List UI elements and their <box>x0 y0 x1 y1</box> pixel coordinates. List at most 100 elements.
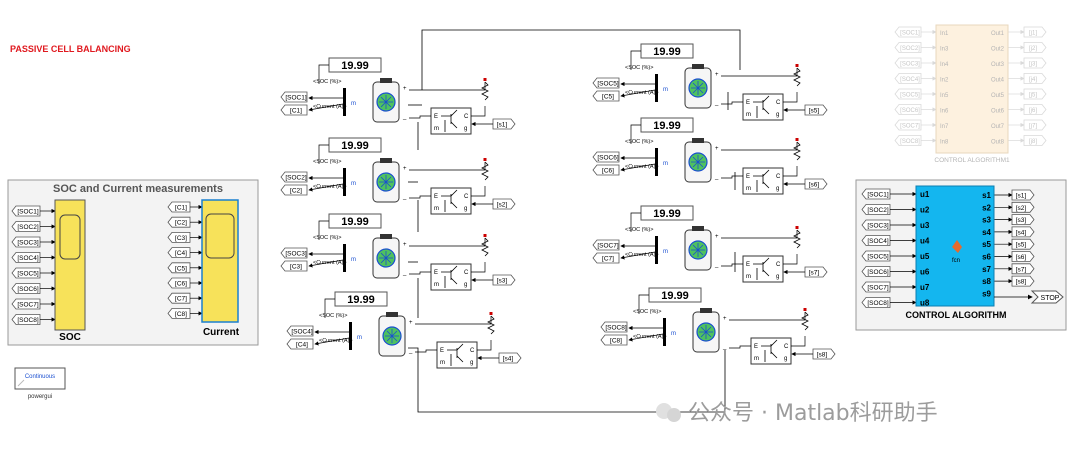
from-switch-tag-7[interactable]: [s7] <box>804 266 828 278</box>
goto-soc-tag-6[interactable]: [SOC6] <box>592 151 620 163</box>
from-switch-tag-4[interactable]: [s4] <box>498 352 522 364</box>
resistor-3[interactable] <box>481 237 489 257</box>
ctrl-in-tag-1[interactable]: [SOC1] <box>861 188 891 200</box>
faded-in-tag-6[interactable]: [SOC6] <box>894 104 922 115</box>
goto-current-tag-7[interactable]: [C7] <box>592 252 620 264</box>
faded-out-tag-3[interactable]: [j3] <box>1023 57 1047 69</box>
soc-tag-2[interactable]: [SOC2] <box>11 221 41 232</box>
from-switch-tag-6[interactable]: [s6] <box>804 178 828 190</box>
ctrl-out-tag-5[interactable]: [s5] <box>1011 238 1035 250</box>
faded-in-tag-7[interactable]: [SOC7] <box>894 119 922 131</box>
ctrl-in-tag-6[interactable]: [SOC6] <box>861 266 891 277</box>
goto-current-tag-3[interactable]: [C3] <box>280 260 308 272</box>
battery-block-3[interactable]: +_ <box>372 234 407 279</box>
faded-out-tag-7[interactable]: [j7] <box>1023 119 1047 131</box>
goto-current-tag-2[interactable]: [C2] <box>280 184 308 196</box>
soc-tag-3[interactable]: [SOC3] <box>11 236 41 248</box>
from-switch-tag-3[interactable]: [s3] <box>492 274 516 286</box>
ctrl-in-tag-5[interactable]: [SOC5] <box>861 250 891 262</box>
goto-soc-tag-8[interactable]: [SOC8] <box>600 321 628 333</box>
goto-current-tag-1[interactable]: [C1] <box>280 104 308 116</box>
from-switch-tag-8[interactable]: [s8] <box>812 348 836 360</box>
current-tag-3[interactable]: [C3] <box>167 231 191 243</box>
resistor-5[interactable] <box>793 67 801 87</box>
ctrl-in-tag-2[interactable]: [SOC2] <box>861 204 891 215</box>
current-tag-2[interactable]: [C2] <box>167 216 191 228</box>
bus-selector-7[interactable] <box>655 236 658 264</box>
from-switch-tag-2[interactable]: [s2] <box>492 198 516 210</box>
faded-in-tag-5[interactable]: [SOC5] <box>894 88 922 100</box>
ctrl-out-tag-4[interactable]: [s4] <box>1011 226 1035 238</box>
goto-current-tag-4[interactable]: [C4] <box>286 338 314 350</box>
faded-in-tag-4[interactable]: [SOC4] <box>894 73 922 84</box>
current-tag-1[interactable]: [C1] <box>167 201 191 213</box>
battery-block-6[interactable]: +_ <box>684 138 719 183</box>
soc-tag-8[interactable]: [SOC8] <box>11 314 41 325</box>
soc-tag-1[interactable]: [SOC1] <box>11 205 41 217</box>
current-tag-4[interactable]: [C4] <box>167 247 191 259</box>
bus-selector-2[interactable] <box>343 168 346 196</box>
resistor-7[interactable] <box>793 229 801 249</box>
control-algorithm-1-faded[interactable]: [SOC1][j1][SOC2][j2][SOC3][j3][SOC4][j4]… <box>894 24 1047 164</box>
resistor-8[interactable] <box>801 311 809 331</box>
ctrl-out-tag-6[interactable]: [s6] <box>1011 251 1035 262</box>
goto-soc-tag-3[interactable]: [SOC3] <box>280 247 308 259</box>
current-tag-8[interactable]: [C8] <box>167 307 191 319</box>
goto-soc-tag-7[interactable]: [SOC7] <box>592 239 620 251</box>
ctrl-in-tag-8[interactable]: [SOC8] <box>861 297 891 308</box>
soc-tag-5[interactable]: [SOC5] <box>11 267 41 279</box>
soc-tag-4[interactable]: [SOC4] <box>11 252 41 263</box>
bus-selector-5[interactable] <box>655 74 658 102</box>
soc-scope[interactable] <box>54 199 86 331</box>
battery-block-4[interactable]: +_ <box>378 312 413 357</box>
bus-selector-6[interactable] <box>655 148 658 176</box>
faded-in-tag-3[interactable]: [SOC3] <box>894 57 922 69</box>
bus-selector-1[interactable] <box>343 88 346 116</box>
battery-block-8[interactable]: +_ <box>692 308 727 353</box>
powergui-block[interactable]: Continuous powergui <box>14 367 66 400</box>
faded-in-tag-1[interactable]: [SOC1] <box>894 26 922 38</box>
faded-in-tag-8[interactable]: [SOC8] <box>894 135 922 146</box>
faded-out-tag-8[interactable]: [j8] <box>1023 135 1047 146</box>
current-tag-6[interactable]: [C6] <box>167 277 191 289</box>
ctrl-in-tag-3[interactable]: [SOC3] <box>861 219 891 231</box>
soc-tag-7[interactable]: [SOC7] <box>11 298 41 310</box>
faded-out-tag-5[interactable]: [j5] <box>1023 88 1047 100</box>
bus-selector-4[interactable] <box>349 322 352 350</box>
faded-in-tag-2[interactable]: [SOC2] <box>894 42 922 53</box>
bus-selector-8[interactable] <box>663 318 666 346</box>
faded-out-tag-6[interactable]: [j6] <box>1023 104 1047 115</box>
resistor-6[interactable] <box>793 141 801 161</box>
from-switch-tag-1[interactable]: [s1] <box>492 118 516 130</box>
faded-out-tag-4[interactable]: [j4] <box>1023 73 1047 84</box>
goto-soc-tag-1[interactable]: [SOC1] <box>280 91 308 103</box>
resistor-4[interactable] <box>487 315 495 335</box>
battery-block-5[interactable]: +_ <box>684 64 719 109</box>
ctrl-out-tag-2[interactable]: [s2] <box>1011 201 1035 213</box>
ctrl-out-tag-8[interactable]: [s8] <box>1011 275 1035 287</box>
bus-selector-3[interactable] <box>343 244 346 272</box>
ctrl-in-tag-4[interactable]: [SOC4] <box>861 235 891 246</box>
current-tag-7[interactable]: [C7] <box>167 292 191 304</box>
goto-soc-tag-4[interactable]: [SOC4] <box>286 325 314 337</box>
ctrl-in-tag-7[interactable]: [SOC7] <box>861 281 891 293</box>
ctrl-out-tag-1[interactable]: [s1] <box>1011 189 1035 201</box>
faded-out-tag-2[interactable]: [j2] <box>1023 42 1047 53</box>
ctrl-out-tag-3[interactable]: [s3] <box>1011 214 1035 226</box>
goto-current-tag-5[interactable]: [C5] <box>592 90 620 102</box>
current-tag-5[interactable]: [C5] <box>167 262 191 274</box>
resistor-2[interactable] <box>481 161 489 181</box>
resistor-1[interactable] <box>481 81 489 101</box>
goto-soc-tag-2[interactable]: [SOC2] <box>280 171 308 183</box>
battery-block-2[interactable]: +_ <box>372 158 407 203</box>
battery-block-1[interactable]: +_ <box>372 78 407 123</box>
battery-block-7[interactable]: +_ <box>684 226 719 271</box>
